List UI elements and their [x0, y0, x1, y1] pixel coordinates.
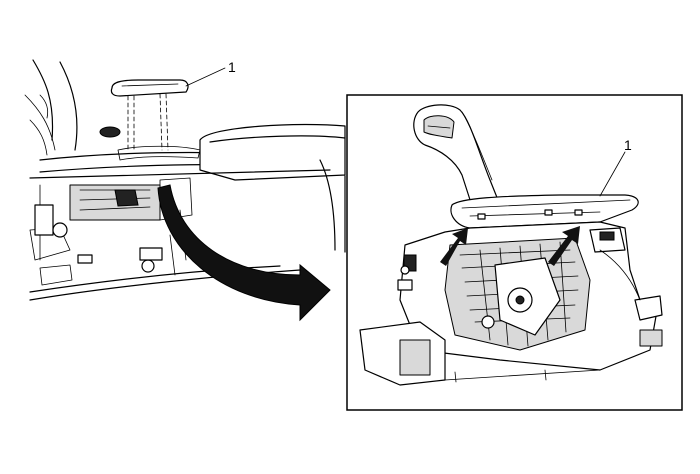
straight-arrow-icon — [548, 226, 580, 266]
callout-1-left: 1 — [228, 59, 236, 75]
curved-arrow-icon — [157, 184, 331, 322]
callout-1-right: 1 — [624, 137, 632, 153]
detail-view: 1 — [346, 94, 683, 411]
interior-overview: 1 — [24, 59, 346, 301]
straight-arrow-icon — [440, 228, 468, 266]
